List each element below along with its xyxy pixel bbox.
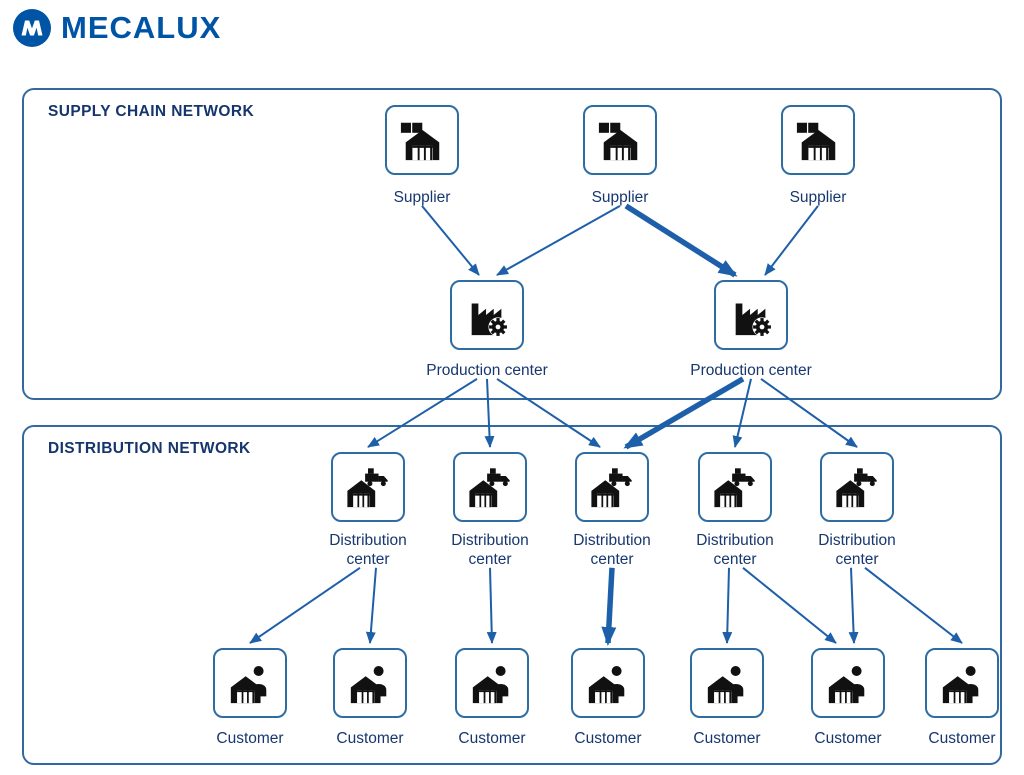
node-label: Distribution center <box>329 532 407 568</box>
customer-node: Customer <box>437 648 547 749</box>
warehouse-truck-icon <box>834 464 880 510</box>
warehouse-boxes-icon <box>795 117 841 163</box>
node-label: Production center <box>690 362 812 379</box>
node-tile <box>213 648 287 718</box>
house-person-icon <box>469 660 515 706</box>
customer-node: Customer <box>793 648 903 749</box>
warehouse-boxes-icon <box>399 117 445 163</box>
house-person-icon <box>227 660 273 706</box>
mecalux-logo: MECALUX <box>12 8 221 48</box>
distribution-center-node: Distribution center <box>557 452 667 570</box>
node-label: Customer <box>574 730 642 747</box>
warehouse-truck-icon <box>467 464 513 510</box>
house-person-icon <box>704 660 750 706</box>
warehouse-truck-icon <box>712 464 758 510</box>
node-label: Distribution center <box>451 532 529 568</box>
node-label: Production center <box>426 362 548 379</box>
node-tile <box>571 648 645 718</box>
customer-node: Customer <box>907 648 1017 749</box>
distribution-center-node: Distribution center <box>802 452 912 570</box>
customer-node: Customer <box>553 648 663 749</box>
node-tile <box>455 648 529 718</box>
node-label: Supplier <box>393 189 451 206</box>
distribution-center-node: Distribution center <box>313 452 423 570</box>
warehouse-truck-icon <box>345 464 391 510</box>
node-tile <box>811 648 885 718</box>
node-tile <box>450 280 524 350</box>
node-label: Supplier <box>789 189 847 206</box>
node-label: Customer <box>216 730 284 747</box>
supplier-node: Supplier <box>565 105 675 208</box>
customer-node: Customer <box>315 648 425 749</box>
node-label: Distribution center <box>818 532 896 568</box>
node-tile <box>820 452 894 522</box>
node-label: Customer <box>458 730 526 747</box>
distribution-center-node: Distribution center <box>680 452 790 570</box>
node-label: Customer <box>693 730 761 747</box>
house-person-icon <box>939 660 985 706</box>
customer-node: Customer <box>672 648 782 749</box>
node-tile <box>331 452 405 522</box>
house-person-icon <box>585 660 631 706</box>
mecalux-wordmark: MECALUX <box>61 10 222 45</box>
mecalux-circle-m-icon <box>13 9 51 47</box>
node-tile <box>583 105 657 175</box>
node-label: Distribution center <box>696 532 774 568</box>
node-label: Customer <box>928 730 996 747</box>
factory-gear-icon <box>464 292 510 338</box>
node-label: Customer <box>814 730 882 747</box>
factory-gear-icon <box>728 292 774 338</box>
production-center-node: Production center <box>412 280 562 381</box>
node-tile <box>925 648 999 718</box>
node-tile <box>453 452 527 522</box>
node-tile <box>575 452 649 522</box>
production-center-node: Production center <box>676 280 826 381</box>
node-tile <box>781 105 855 175</box>
supplier-node: Supplier <box>367 105 477 208</box>
distribution-network-title: DISTRIBUTION NETWORK <box>48 440 251 457</box>
node-label: Distribution center <box>573 532 651 568</box>
supplier-node: Supplier <box>763 105 873 208</box>
supply-network-title: SUPPLY CHAIN NETWORK <box>48 103 255 120</box>
house-person-icon <box>347 660 393 706</box>
node-tile <box>385 105 459 175</box>
node-tile <box>698 452 772 522</box>
distribution-center-node: Distribution center <box>435 452 545 570</box>
node-tile <box>690 648 764 718</box>
customer-node: Customer <box>195 648 305 749</box>
warehouse-boxes-icon <box>597 117 643 163</box>
warehouse-truck-icon <box>589 464 635 510</box>
node-tile <box>714 280 788 350</box>
node-label: Customer <box>336 730 404 747</box>
node-tile <box>333 648 407 718</box>
node-label: Supplier <box>591 189 649 206</box>
house-person-icon <box>825 660 871 706</box>
